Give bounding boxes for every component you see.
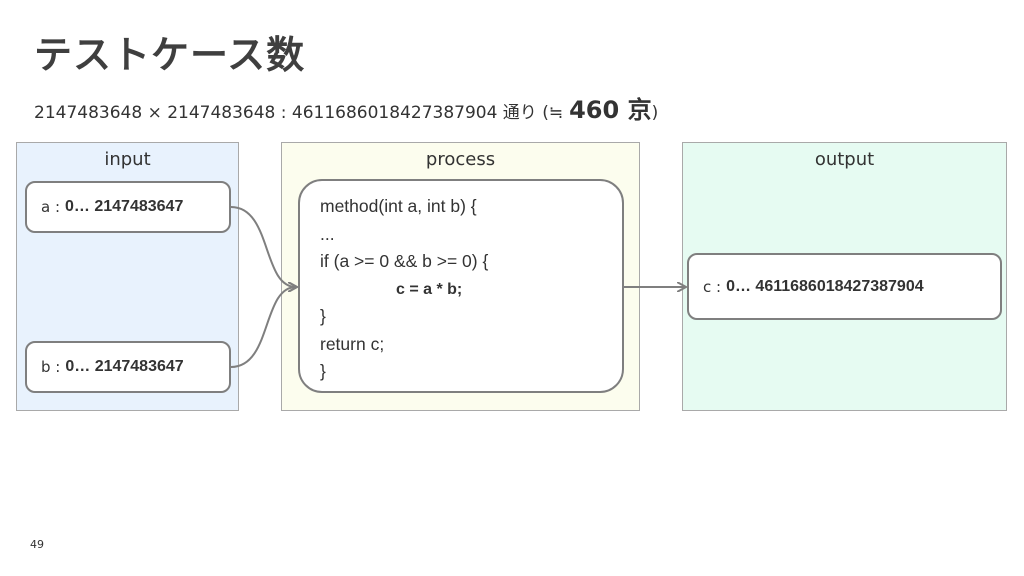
code-line: }	[320, 306, 326, 326]
output-c-box: c : 0… 4611686018427387904	[687, 253, 1002, 320]
code-line: if (a >= 0 && b >= 0) {	[320, 251, 489, 271]
slide-title: テストケース数	[34, 33, 306, 77]
page-number: 49	[30, 538, 44, 551]
code-line: method(int a, int b) {	[320, 196, 477, 216]
output-panel-title: output	[814, 149, 875, 170]
test-case-count-text: 2147483648 × 2147483648 : 46116860184273…	[34, 103, 564, 123]
input-b-label: b :	[41, 358, 61, 376]
output-c-range: 0… 4611686018427387904	[726, 277, 924, 295]
input-b-box: b : 0… 2147483647	[25, 341, 231, 393]
test-case-count-approx: 460 京	[569, 96, 652, 124]
code-line-multiply: c = a * b;	[396, 280, 463, 298]
test-case-count-line: 2147483648 × 2147483648 : 46116860184273…	[34, 90, 658, 125]
code-line: }	[320, 361, 326, 381]
input-b-range: 0… 2147483647	[65, 358, 184, 375]
input-a-box: a : 0… 2147483647	[25, 181, 231, 233]
input-a-label: a :	[41, 198, 61, 216]
output-c-label: c :	[703, 277, 722, 296]
input-a-range: 0… 2147483647	[65, 198, 184, 215]
process-panel-title: process	[425, 149, 496, 170]
code-line: ...	[320, 223, 335, 244]
code-line: return c;	[320, 333, 385, 354]
method-code-box: method(int a, int b) { ... if (a >= 0 &&…	[298, 179, 624, 393]
input-panel-title: input	[104, 149, 151, 170]
test-case-count-close: )	[651, 103, 659, 123]
